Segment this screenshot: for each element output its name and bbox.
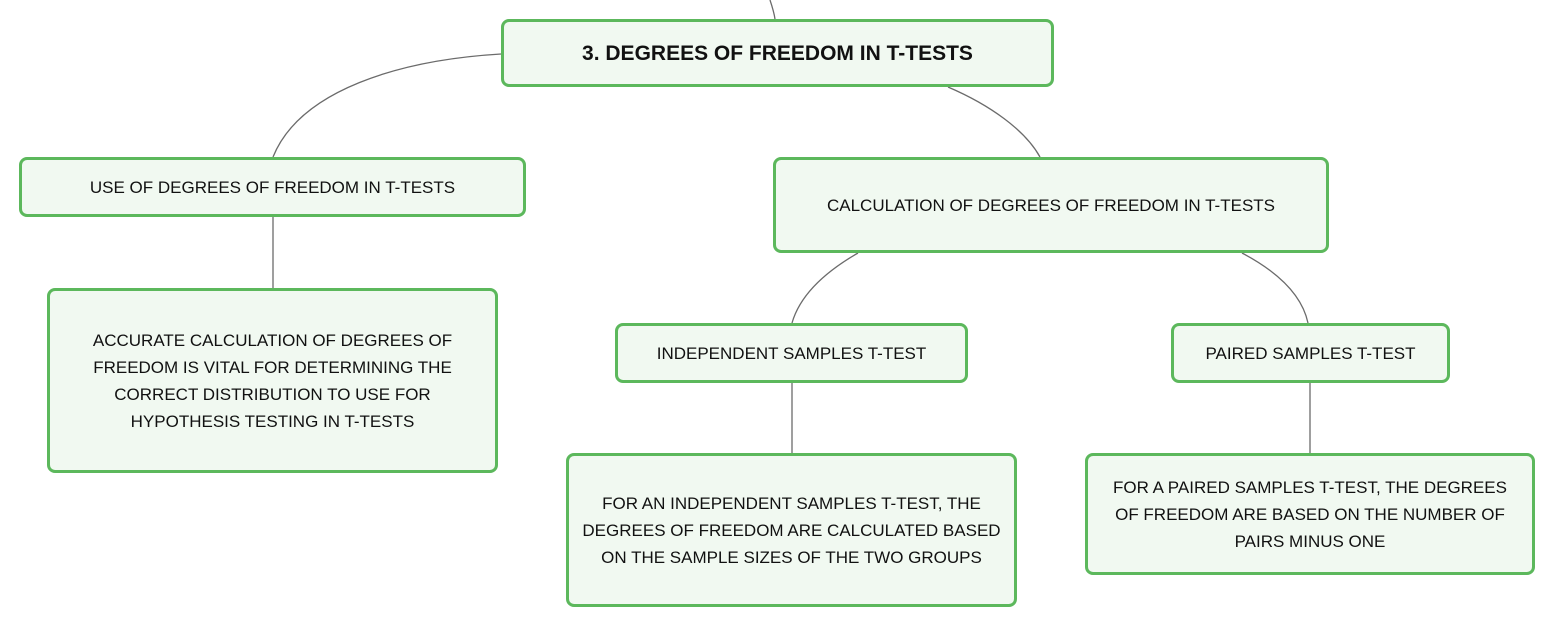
paired-samples-node[interactable]: PAIRED SAMPLES T-TEST bbox=[1171, 323, 1450, 383]
use-detail-node[interactable]: ACCURATE CALCULATION OF DEGREES OF FREED… bbox=[47, 288, 498, 473]
paired-samples-detail-node[interactable]: FOR A PAIRED SAMPLES T-TEST, THE DEGREES… bbox=[1085, 453, 1535, 575]
connector-calculation-to-independent bbox=[791, 252, 859, 324]
connector-root-to-use bbox=[272, 53, 502, 158]
independent-samples-node[interactable]: INDEPENDENT SAMPLES T-TEST bbox=[615, 323, 968, 383]
connector-incoming-root bbox=[769, 0, 776, 20]
paired-samples-detail-text: FOR A PAIRED SAMPLES T-TEST, THE DEGREES… bbox=[1113, 477, 1507, 551]
root-topic-node[interactable]: 3. DEGREES OF FREEDOM IN T-TESTS bbox=[501, 19, 1054, 87]
calculation-of-degrees-of-freedom-label: CALCULATION OF DEGREES OF FREEDOM IN T-T… bbox=[826, 195, 1276, 215]
independent-samples-label: INDEPENDENT SAMPLES T-TEST bbox=[656, 343, 927, 363]
use-of-degrees-of-freedom-label: USE OF DEGREES OF FREEDOM IN T-TESTS bbox=[89, 177, 456, 197]
connector-root-to-calculation bbox=[947, 86, 1041, 158]
use-of-degrees-of-freedom-node[interactable]: USE OF DEGREES OF FREEDOM IN T-TESTS bbox=[19, 157, 526, 217]
paired-samples-label: PAIRED SAMPLES T-TEST bbox=[1205, 343, 1416, 363]
calculation-of-degrees-of-freedom-node[interactable]: CALCULATION OF DEGREES OF FREEDOM IN T-T… bbox=[773, 157, 1329, 253]
use-detail-text: ACCURATE CALCULATION OF DEGREES OF FREED… bbox=[92, 330, 453, 431]
independent-samples-detail-node[interactable]: FOR AN INDEPENDENT SAMPLES T-TEST, THE D… bbox=[566, 453, 1017, 607]
connector-calculation-to-paired bbox=[1241, 252, 1309, 324]
root-topic-label: 3. DEGREES OF FREEDOM IN T-TESTS bbox=[582, 41, 973, 65]
independent-samples-detail-text: FOR AN INDEPENDENT SAMPLES T-TEST, THE D… bbox=[582, 493, 1001, 567]
